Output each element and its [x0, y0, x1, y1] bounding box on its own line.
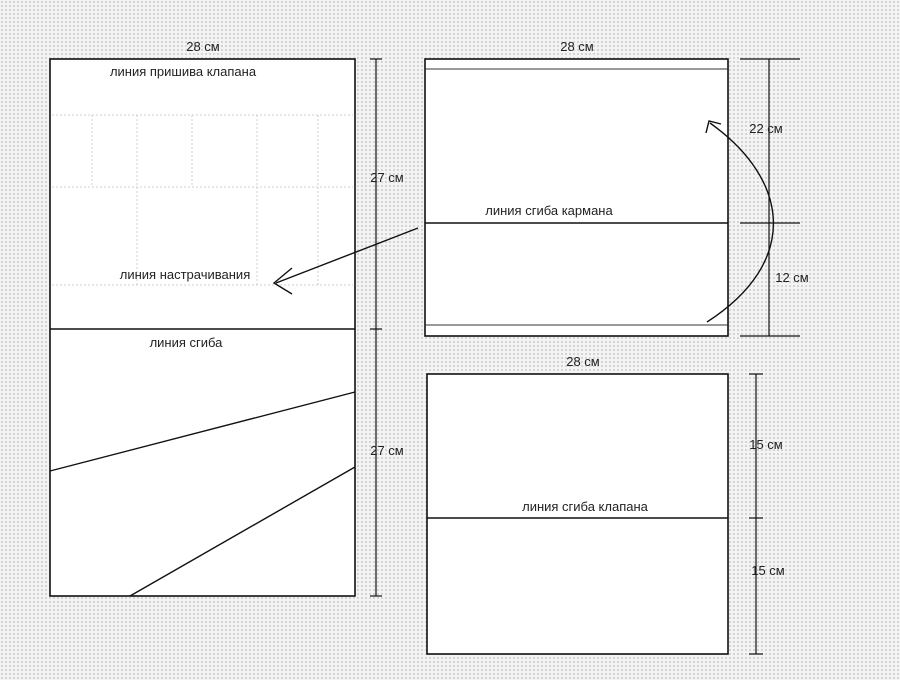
left-height-top-label: 27 см — [370, 170, 404, 185]
left-height-dimension — [370, 58, 382, 597]
left-width-label: 28 см — [186, 39, 220, 54]
flap-fold-line-label: линия сгиба клапана — [522, 499, 649, 514]
left-piece-dotted-grid — [52, 114, 353, 286]
flap-width-label: 28 см — [566, 354, 600, 369]
pocket-pattern-piece: 28 см линия сгиба кармана 22 см 12 см — [424, 39, 809, 337]
left-diagonal-line-upper — [49, 391, 356, 472]
pocket-to-stitch-arrow — [272, 227, 419, 295]
left-diagonal-line-lower — [129, 466, 356, 597]
flap-height-top-label: 15 см — [749, 437, 783, 452]
flap-height-dimension — [749, 373, 763, 655]
pocket-height-bottom-label: 12 см — [775, 270, 809, 285]
flap-height-bottom-label: 15 см — [751, 563, 785, 578]
flap-pattern-piece: 28 см линия сгиба клапана 15 см 15 см — [426, 354, 785, 655]
pocket-piece-outline — [424, 58, 729, 337]
left-stitch-line-label: линия настрачивания — [120, 267, 250, 282]
pocket-fold-arrowhead-icon — [705, 120, 722, 134]
pocket-width-label: 28 см — [560, 39, 594, 54]
left-fold-line-label: линия сгиба — [150, 335, 224, 350]
pocket-height-top-label: 22 см — [749, 121, 783, 136]
left-piece-outline — [49, 58, 356, 597]
left-pattern-piece: 28 см линия пришива клапана линия настра… — [49, 39, 404, 597]
pocket-fold-line-label: линия сгиба кармана — [485, 203, 613, 218]
flap-piece-outline — [426, 373, 729, 655]
pocket-fold-arrow — [706, 122, 775, 323]
left-height-bottom-label: 27 см — [370, 443, 404, 458]
pocket-height-dimension — [740, 58, 800, 337]
left-flap-line-label: линия пришива клапана — [110, 64, 257, 79]
stitch-arrowhead-icon — [272, 267, 293, 295]
